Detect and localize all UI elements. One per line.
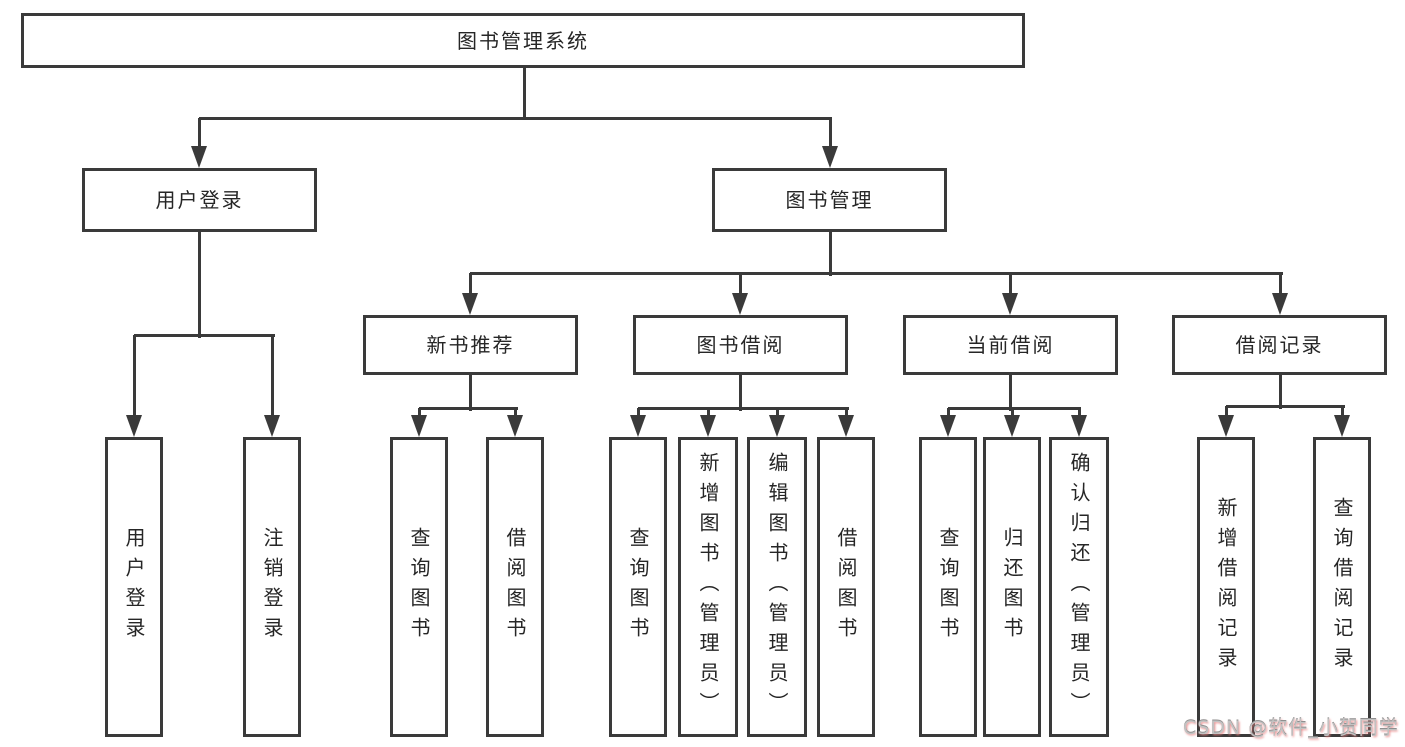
arrow-down-icon [1272, 293, 1288, 315]
arrow-down-icon [630, 415, 646, 437]
connector-line [197, 232, 201, 338]
connector-line [470, 271, 1283, 275]
arrow-down-icon [507, 415, 523, 437]
leaf-borrow-books-2: 借阅图书 [817, 437, 875, 737]
arrow-down-icon [822, 146, 838, 168]
leaf-add-books-admin: 新增图书（管理员） [678, 437, 738, 737]
leaf-query-books-1: 查询图书 [390, 437, 448, 737]
connector-line [197, 118, 201, 150]
connector-line [844, 408, 848, 419]
leaf-user-login: 用户登录 [105, 437, 163, 737]
connector-line [1278, 273, 1282, 297]
connector-line [468, 375, 472, 411]
connector-line [417, 408, 421, 419]
connector-line [638, 406, 849, 410]
arrow-down-icon [700, 415, 716, 437]
node-borrow-records: 借阅记录 [1172, 315, 1387, 375]
node-current-borrowing: 当前借阅 [903, 315, 1118, 375]
connector-line [1278, 375, 1282, 409]
arrow-down-icon [1071, 415, 1087, 437]
connector-line [1008, 375, 1012, 411]
arrow-down-icon [1218, 415, 1234, 437]
connector-line [1010, 408, 1014, 419]
node-user-login: 用户登录 [82, 168, 317, 232]
leaf-add-borrow-record: 新增借阅记录 [1197, 437, 1255, 737]
connector-line [1077, 408, 1081, 419]
arrow-down-icon [769, 415, 785, 437]
connector-line [513, 408, 517, 419]
connector-line [636, 408, 640, 419]
arrow-down-icon [1334, 415, 1350, 437]
connector-line [706, 408, 710, 419]
leaf-query-books-2: 查询图书 [609, 437, 667, 737]
connector-line [1340, 406, 1344, 419]
arrow-down-icon [191, 146, 207, 168]
arrow-down-icon [411, 415, 427, 437]
connector-line [1224, 406, 1228, 419]
connector-line [738, 375, 742, 411]
arrow-down-icon [462, 293, 478, 315]
leaf-query-borrow-record: 查询借阅记录 [1313, 437, 1371, 737]
node-root-book-management-system: 图书管理系统 [21, 13, 1025, 68]
leaf-edit-books-admin: 编辑图书（管理员） [747, 437, 807, 737]
connector-line [134, 333, 275, 337]
leaf-query-books-3: 查询图书 [919, 437, 977, 737]
connector-line [419, 406, 518, 410]
arrow-down-icon [1004, 415, 1020, 437]
connector-line [270, 335, 274, 419]
csdn-watermark: CSDN @软件_小贺同学 [1183, 717, 1399, 739]
node-new-book-recommend: 新书推荐 [363, 315, 578, 375]
arrow-down-icon [1002, 293, 1018, 315]
arrow-down-icon [126, 415, 142, 437]
connector-line [1008, 273, 1012, 297]
connector-line [1226, 404, 1345, 408]
arrow-down-icon [940, 415, 956, 437]
connector-line [946, 408, 950, 419]
leaf-confirm-return-admin: 确认归还（管理员） [1049, 437, 1109, 737]
connector-line [738, 273, 742, 297]
connector-line [828, 118, 832, 150]
connector-line [775, 408, 779, 419]
leaf-return-books: 归还图书 [983, 437, 1041, 737]
connector-line [948, 406, 1081, 410]
connector-line [199, 116, 832, 120]
node-book-management: 图书管理 [712, 168, 947, 232]
connector-line [132, 335, 136, 419]
leaf-logout: 注销登录 [243, 437, 301, 737]
leaf-borrow-books-1: 借阅图书 [486, 437, 544, 737]
connector-line [828, 232, 832, 276]
connector-line [522, 68, 526, 120]
arrow-down-icon [732, 293, 748, 315]
connector-line [468, 273, 472, 297]
arrow-down-icon [838, 415, 854, 437]
node-book-borrowing: 图书借阅 [633, 315, 848, 375]
arrow-down-icon [264, 415, 280, 437]
